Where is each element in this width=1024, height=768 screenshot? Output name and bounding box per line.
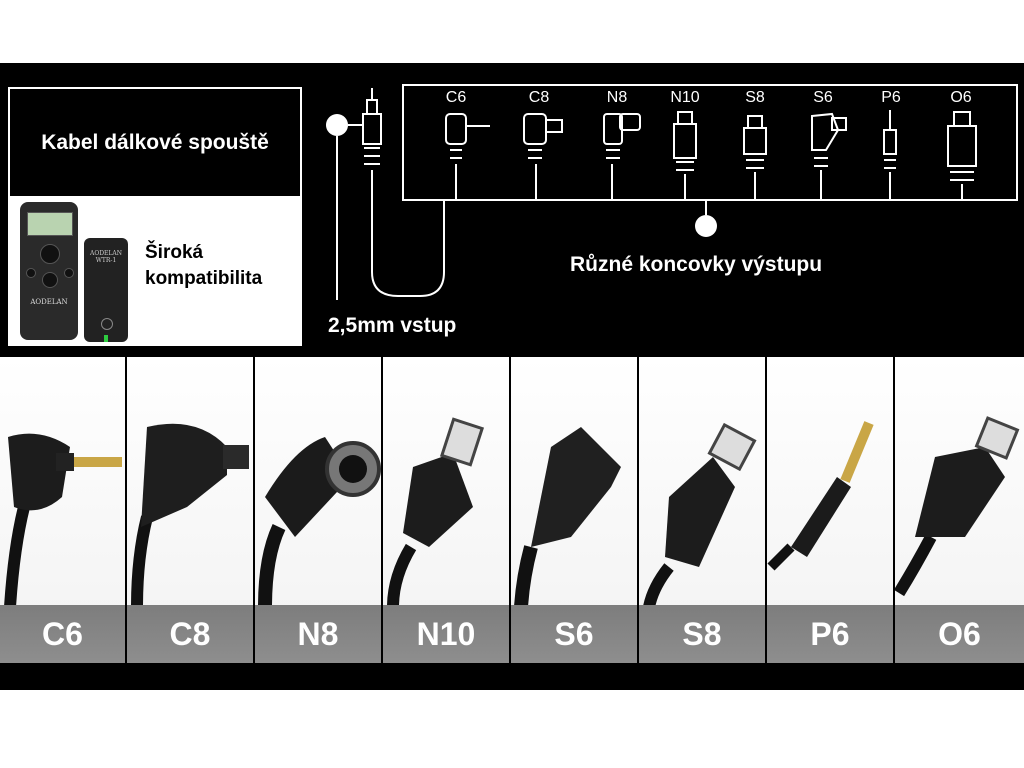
receiver-indicator	[104, 335, 108, 342]
photo-label-s8: S8	[639, 605, 765, 663]
diagram-label-s8: S8	[745, 89, 765, 106]
remote-button	[26, 268, 36, 278]
diagram-label-s6: S6	[813, 89, 833, 106]
n10-connector-icon	[673, 111, 697, 200]
diagram-label-o6: O6	[950, 89, 972, 106]
connector-photo-strip: C6 C8 N8 N10 S6	[0, 357, 1024, 663]
s8-plug-photo	[643, 422, 757, 609]
photo-label-n8: N8	[255, 605, 381, 663]
remote-control-image: AODELAN	[20, 202, 78, 340]
p6-connector-icon	[883, 110, 897, 200]
photo-label-p6: P6	[767, 605, 893, 663]
photo-cell-n8: N8	[255, 357, 381, 663]
n8-plug-photo	[258, 437, 381, 608]
s6-connector-icon	[811, 112, 847, 200]
photo-cell-p6: P6	[767, 357, 893, 663]
diagram-label-p6: P6	[881, 89, 901, 106]
callout-dot	[326, 114, 348, 136]
remote-dial	[40, 244, 60, 264]
diagram-label-n8: N8	[606, 89, 628, 106]
outputs-caption: Různé koncovky výstupu	[570, 253, 823, 276]
remote-button	[64, 268, 74, 278]
photo-label-c6: C6	[0, 605, 125, 663]
photo-cell-c6: C6	[0, 357, 125, 663]
diagram-label-c8: C8	[528, 89, 550, 106]
receiver-brand: AODELAN	[89, 250, 122, 257]
receiver-brand-logo: AODELAN WTR-1	[86, 250, 126, 264]
c6-plug-photo	[4, 433, 122, 608]
o6-plug-photo	[895, 416, 1020, 597]
p6-plug-photo	[767, 421, 874, 571]
callout-dot	[695, 215, 717, 237]
photo-cell-s6: S6	[511, 357, 637, 663]
product-image: AODELAN AODELAN WTR-1	[8, 198, 302, 346]
title-box: Kabel dálkové spouště	[8, 87, 302, 198]
photo-label-s6: S6	[511, 605, 637, 663]
remote-screen	[27, 212, 73, 236]
receiver-image: AODELAN WTR-1	[84, 238, 128, 342]
photo-cell-n10: N10	[383, 357, 509, 663]
remote-shutter-button	[42, 272, 58, 288]
input-caption: 2,5mm vstup	[328, 314, 457, 337]
jack-2-5mm-icon	[362, 88, 445, 297]
receiver-model: WTR-1	[95, 257, 117, 264]
o6-connector-icon	[947, 111, 977, 200]
diagram-label-c6: C6	[445, 89, 467, 106]
photo-cell-o6: O6	[895, 357, 1024, 663]
cable-diagram	[326, 88, 977, 300]
photo-label-n10: N10	[383, 605, 509, 663]
n8-connector-icon	[603, 113, 641, 200]
s8-connector-icon	[743, 115, 767, 200]
remote-brand-logo: AODELAN	[30, 298, 68, 306]
c6-connector-icon	[445, 113, 490, 200]
s6-plug-photo	[514, 427, 621, 608]
receiver-power-icon	[101, 318, 113, 330]
page-title: Kabel dálkové spouště	[41, 130, 269, 154]
photo-label-c8: C8	[127, 605, 253, 663]
n10-plug-photo	[387, 417, 485, 608]
photo-cell-c8: C8	[127, 357, 253, 663]
photo-cell-s8: S8	[639, 357, 765, 663]
connector-diagram-box	[402, 84, 1018, 201]
compatibility-text: Široká kompatibilita	[145, 242, 263, 289]
photo-label-o6: O6	[895, 605, 1024, 663]
diagram-label-n10: N10	[670, 89, 700, 106]
c8-plug-photo	[131, 423, 249, 608]
c8-connector-icon	[523, 113, 563, 200]
